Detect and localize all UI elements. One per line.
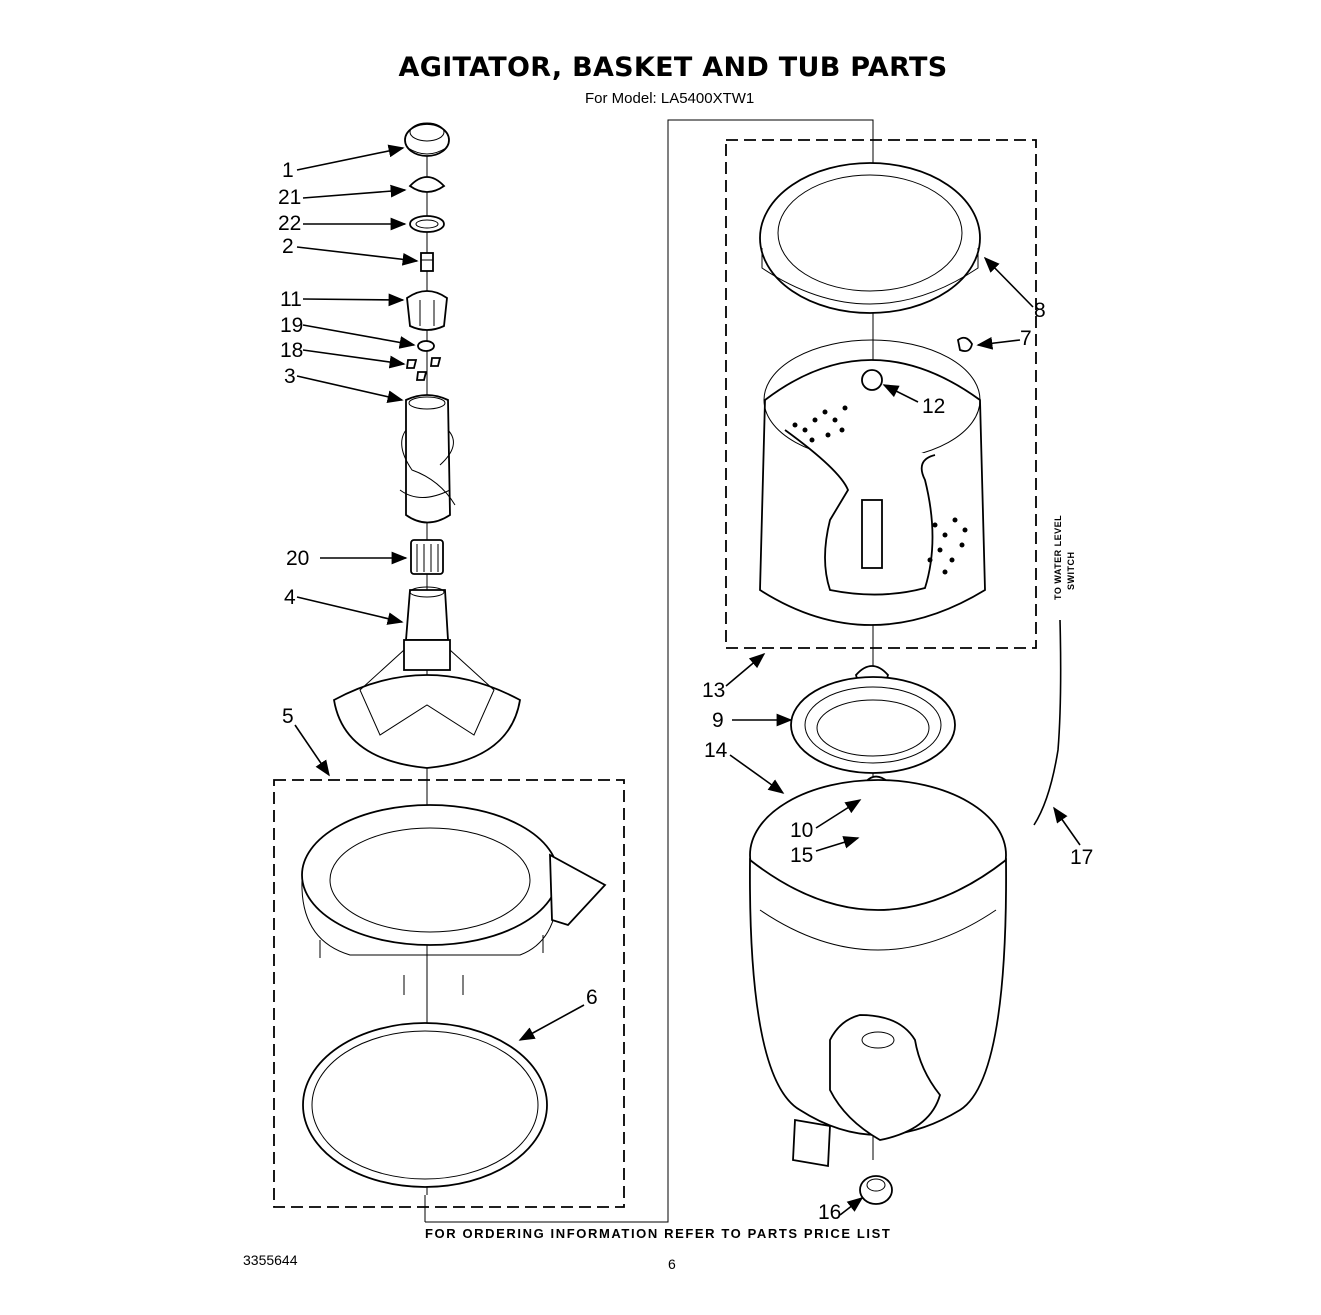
callout-10: 10 [790,819,814,842]
callout-7: 7 [1020,327,1032,350]
callout-15: 15 [790,844,814,867]
callout-6: 6 [586,986,598,1009]
callout-9: 9 [712,709,724,732]
cam-bolt-part [420,252,434,272]
callout-21: 21 [278,186,302,209]
callout-18: 18 [280,339,304,362]
callout-8: 8 [1034,299,1046,322]
callout-13: 13 [702,679,726,702]
drain-plug-part [859,1175,893,1205]
callout-12: 12 [922,395,946,418]
base-group-box [273,779,625,1208]
document-number: 3355644 [243,1252,298,1268]
callout-1: 1 [282,159,294,182]
callout-17: 17 [1070,846,1094,869]
page-title: AGITATOR, BASKET AND TUB PARTS [398,52,948,83]
callout-22: 22 [278,212,302,235]
o-ring-part [409,215,445,233]
callout-16: 16 [818,1201,842,1224]
agitator-part [399,394,456,524]
callout-19: 19 [280,314,304,337]
water-level-switch-note: TO WATER LEVEL SWITCH [1052,515,1078,600]
page-number: 6 [668,1256,676,1272]
ordering-info-footer: FOR ORDERING INFORMATION REFER TO PARTS … [425,1226,892,1241]
gear-ring-part [410,539,444,575]
water-level-note-line2: SWITCH [1066,551,1076,591]
agitator-cap-part [404,122,450,157]
callout-3: 3 [284,365,296,388]
callout-5: 5 [282,705,294,728]
callout-20: 20 [286,547,310,570]
dogs-part [405,357,442,381]
callout-4: 4 [284,586,296,609]
basket-part [759,339,986,626]
leader-arrows [294,144,1081,1216]
seal-part [408,176,446,193]
water-level-note-line1: TO WATER LEVEL [1053,514,1063,600]
filter-ring-part [790,676,956,774]
basket-holes [792,405,968,575]
basket-group-box [725,139,1037,649]
clip-part [957,336,973,353]
seal-ring-part [302,1022,548,1188]
washer-part [417,340,435,352]
hose-part [1033,619,1062,826]
drive-block-part [333,586,521,769]
model-subtitle: For Model: LA5400XTW1 [585,90,755,107]
balance-ring-part [759,162,981,314]
callout-11: 11 [280,288,302,311]
outer-tub-part [749,779,1007,1168]
callout-14: 14 [704,739,728,762]
tub-ring-part [301,804,607,995]
agitator-cam-part [406,290,448,331]
callout-2: 2 [282,235,294,258]
